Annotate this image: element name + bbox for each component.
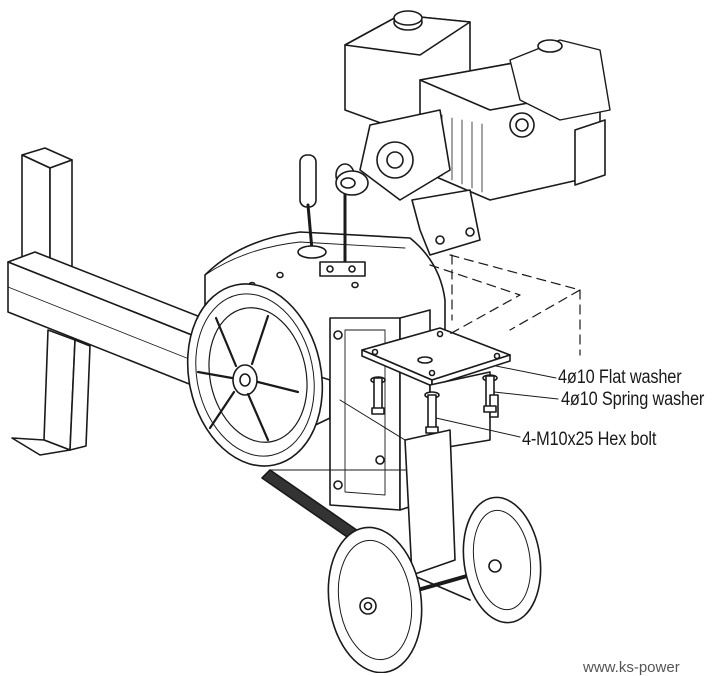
engine-pulley — [335, 170, 369, 196]
flywheel — [186, 283, 324, 467]
hex-bolt-label: 4-M10x25 Hex bolt — [522, 429, 657, 450]
flat-washer-label: 4ø10 Flat washer — [558, 367, 682, 388]
spring-washer-label: 4ø10 Spring washer — [561, 389, 705, 410]
gasoline-engine — [344, 10, 611, 256]
wheel-frame — [339, 399, 471, 601]
support-leg — [11, 329, 91, 456]
front-wheel — [327, 526, 423, 673]
rear-wheel — [462, 496, 542, 624]
mounting-guide-lines — [429, 254, 581, 356]
leader-lines — [435, 365, 559, 438]
splitting-wedge — [21, 147, 73, 281]
website-watermark: www.ks-power — [583, 659, 680, 676]
hex-bolts — [371, 375, 499, 434]
control-lever — [297, 154, 327, 259]
